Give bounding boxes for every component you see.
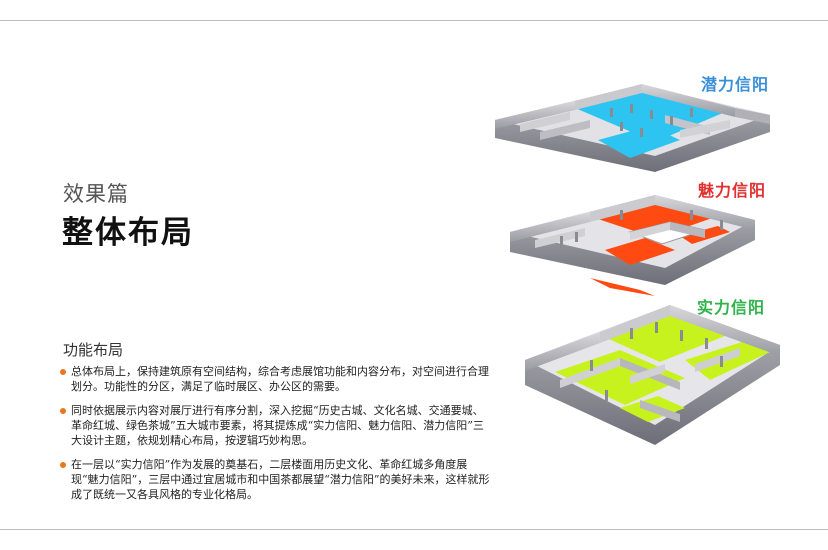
bullet-item: 同时依据展示内容对展厅进行有序分割，深入挖掘“历史古城、文化名城、交通要城、革命…: [60, 403, 492, 448]
bullet-dot-icon: [60, 462, 66, 468]
floor-third: [495, 84, 770, 172]
floor-label-third: 潜力信阳: [701, 75, 770, 94]
bullet-text: 总体布局上，保持建筑原有空间结构，综合考虑展馆功能和内容分布，对空间进行合理划分…: [71, 365, 489, 393]
bullet-item: 总体布局上，保持建筑原有空间结构，综合考虑展馆功能和内容分布，对空间进行合理划分…: [60, 364, 492, 394]
section-subtitle: 效果篇: [63, 182, 129, 206]
bottom-divider: [0, 529, 828, 530]
bullet-item: 在一层以“实力信阳”作为发展的奠基石，二层楼面用历史文化、革命红城多角度展现“魅…: [60, 457, 492, 502]
bullet-dot-icon: [60, 369, 66, 375]
exploded-floor-model: [495, 84, 780, 445]
floor-second: [510, 195, 755, 296]
bullet-text: 在一层以“实力信阳”作为发展的奠基石，二层楼面用历史文化、革命红城多角度展现“魅…: [71, 458, 490, 501]
top-divider: [0, 20, 828, 21]
floor-label-first: 实力信阳: [697, 298, 766, 317]
bullet-text: 同时依据展示内容对展厅进行有序分割，深入挖掘“历史古城、文化名城、交通要城、革命…: [71, 404, 484, 447]
bullet-dot-icon: [60, 408, 66, 414]
page-title: 整体布局: [62, 215, 194, 251]
section-heading: 功能布局: [63, 341, 124, 359]
floor-label-second: 魅力信阳: [698, 181, 767, 200]
bullet-list: 总体布局上，保持建筑原有空间结构，综合考虑展馆功能和内容分布，对空间进行合理划分…: [60, 364, 492, 511]
floor-first: [525, 305, 780, 445]
